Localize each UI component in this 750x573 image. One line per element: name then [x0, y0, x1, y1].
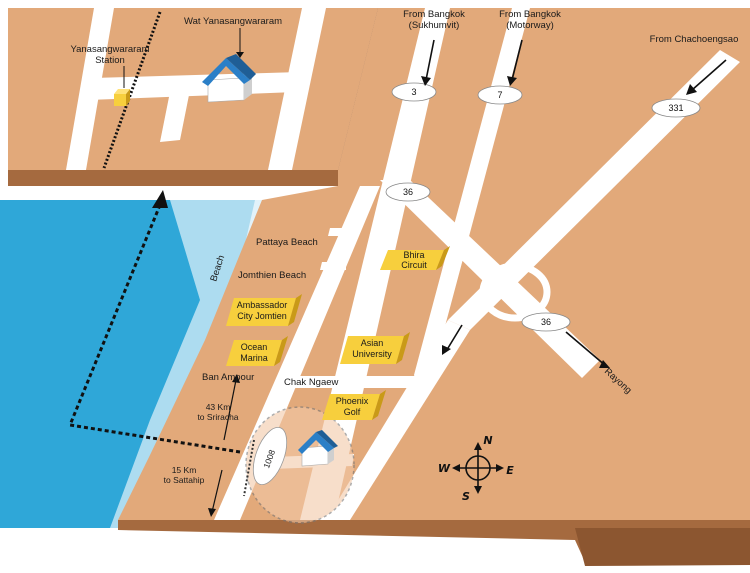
road-jomthien-spur: [320, 262, 346, 270]
station-building-icon: [114, 89, 130, 106]
arrow-south-road-head: [442, 345, 451, 355]
compass-east: E: [506, 464, 514, 477]
pattaya-beach-label: Pattaya Beach: [256, 237, 318, 248]
station-label-line1: Yanasangwararam: [70, 44, 149, 55]
route-36-east-shield: 36: [521, 312, 571, 332]
chak-ngaew-label: Chak Ngaew: [284, 377, 339, 388]
sriracha-line2: to Sriracha: [197, 412, 238, 422]
svg-text:36: 36: [403, 187, 413, 197]
arrow-to-sattahip-head: [208, 508, 216, 517]
arrow-to-rayong-head: [599, 360, 610, 368]
ocean-marina-box: Ocean Marina: [226, 336, 288, 366]
main-map: 1008 3 7 331 36 36: [0, 8, 750, 566]
compass-west: W: [438, 462, 451, 475]
phoenix-golf-box: Phoenix Golf: [322, 390, 386, 420]
inset-link-route: [67, 204, 241, 454]
inset-map: Yanasangwararam Station Wat Yanasangwara…: [8, 8, 378, 186]
svg-text:Circuit: Circuit: [401, 260, 427, 270]
svg-text:331: 331: [668, 103, 683, 113]
destination-temple-icon: [298, 430, 338, 467]
station-label-line2: Station: [95, 55, 125, 66]
svg-text:Ambassador: Ambassador: [237, 300, 288, 310]
compass-rose-icon: [452, 442, 504, 494]
route-36-north-shield: 36: [385, 182, 431, 202]
arrow-from-chachoengsao: [691, 59, 727, 91]
inset-road-right: [268, 8, 326, 170]
interchange-loop: [479, 262, 551, 322]
svg-text:City Jomtien: City Jomtien: [237, 311, 287, 321]
arrow-to-rayong: [565, 331, 607, 367]
temple-pointer-arrow: [236, 52, 244, 58]
svg-text:Marina: Marina: [240, 353, 268, 363]
inset-land-front-edge: [8, 170, 338, 186]
svg-text:Phoenix: Phoenix: [336, 396, 369, 406]
svg-text:7: 7: [497, 90, 502, 100]
main-land-front-lower: [575, 528, 750, 566]
arrow-from-motorway: [511, 39, 523, 81]
route-331-shield: 331: [651, 98, 701, 118]
road-331-diagonal: [448, 50, 740, 330]
temple-icon: [202, 54, 256, 103]
inset-link-arrow: [152, 190, 168, 208]
route-1008-oval: [252, 427, 288, 485]
bhira-circuit-box: Bhira Circuit: [380, 246, 450, 270]
arrow-from-sukhumvit: [425, 39, 435, 81]
svg-text:3: 3: [411, 87, 416, 97]
arrow-to-sriracha: [223, 379, 237, 441]
railway-main: [243, 439, 255, 497]
arrow-to-sriracha-head: [232, 374, 240, 383]
sriracha-line1: 43 Km: [206, 402, 231, 412]
svg-text:Asian: Asian: [361, 338, 384, 348]
arrow-south-road: [447, 324, 463, 349]
arrow-from-sukhumvit-head: [421, 76, 431, 86]
sea: [0, 200, 255, 528]
inset-road-vertical: [160, 90, 190, 142]
svg-text:36: 36: [541, 317, 551, 327]
arrow-from-chachoengsao-head: [686, 84, 697, 95]
svg-text:Bhira: Bhira: [403, 250, 424, 260]
road-chak-ngaew: [276, 376, 420, 388]
route-7-shield: 7: [477, 85, 523, 105]
sattahip-line1: 15 Km: [172, 465, 197, 475]
compass-south: S: [462, 490, 470, 503]
origin-chachoengsao: From Chachoengsao: [650, 34, 739, 45]
origin-motorway-line1: From Bangkok: [499, 9, 561, 20]
ambassador-city-box: Ambassador City Jomtien: [226, 294, 302, 326]
sea-shore-light: [110, 200, 262, 528]
road-south: [326, 320, 470, 520]
sattahip-line2: to Sattahip: [164, 475, 205, 485]
jomthien-beach-label: Jomthien Beach: [238, 270, 306, 281]
origin-sukhumvit-line2: (Sukhumvit): [409, 20, 460, 31]
road-sukhumvit-coastal: [300, 8, 450, 520]
origin-motorway-line2: (Motorway): [506, 20, 554, 31]
origin-sukhumvit-line1: From Bangkok: [403, 9, 465, 20]
svg-text:Ocean: Ocean: [241, 342, 268, 352]
arrow-to-sattahip: [211, 469, 223, 513]
road-pattaya-spur: [328, 228, 350, 236]
asian-university-box: Asian University: [340, 332, 410, 364]
ban-ampour-label: Ban Ampour: [202, 372, 254, 383]
temple-label: Wat Yanasangwararam: [184, 16, 282, 27]
svg-text:University: University: [352, 349, 392, 359]
svg-text:Golf: Golf: [344, 407, 361, 417]
arrow-from-motorway-head: [507, 76, 517, 86]
route-3-shield: 3: [391, 82, 437, 102]
compass-north: N: [483, 434, 492, 447]
